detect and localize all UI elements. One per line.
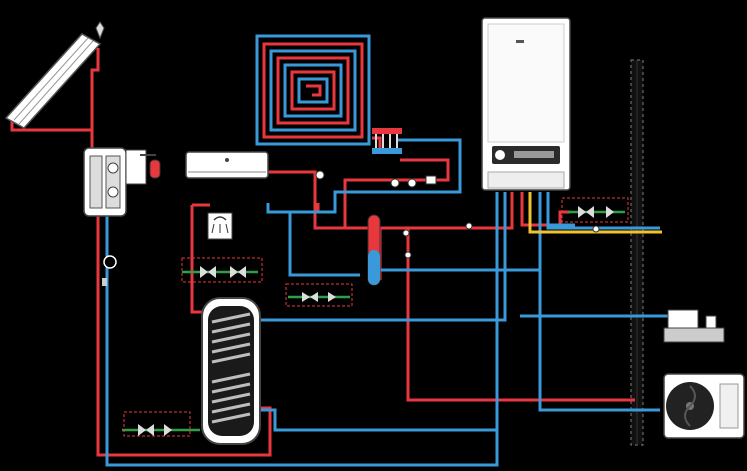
split-ac-icon bbox=[185, 151, 269, 179]
gas-pipe bbox=[528, 192, 662, 234]
meter-icon bbox=[663, 309, 725, 343]
green-pipes bbox=[122, 210, 625, 432]
pump-symbol-icon bbox=[103, 255, 117, 269]
external-wall bbox=[630, 59, 644, 446]
outdoor-fan-unit-icon bbox=[663, 373, 745, 439]
valve-group-boiler-dhw bbox=[561, 197, 629, 223]
shower-icon bbox=[207, 212, 233, 240]
solar-panel-icon bbox=[4, 21, 105, 129]
low-loss-header-icon bbox=[367, 214, 381, 286]
heating-manifold bbox=[372, 128, 402, 154]
valve-group-shower bbox=[181, 257, 263, 283]
underfloor-heating-loop bbox=[255, 34, 371, 146]
valve-group-tank-bottom bbox=[123, 411, 191, 437]
valve-set-icons bbox=[315, 170, 600, 259]
expansion-vessel-icon bbox=[140, 154, 161, 179]
pump-station-icon bbox=[83, 147, 147, 217]
dhw-tank-icon bbox=[201, 297, 261, 445]
cold-water-pipes bbox=[105, 138, 670, 467]
valve-group-tank-coil bbox=[285, 283, 353, 307]
valve-icon bbox=[102, 278, 107, 286]
gas-boiler-icon bbox=[481, 17, 571, 191]
